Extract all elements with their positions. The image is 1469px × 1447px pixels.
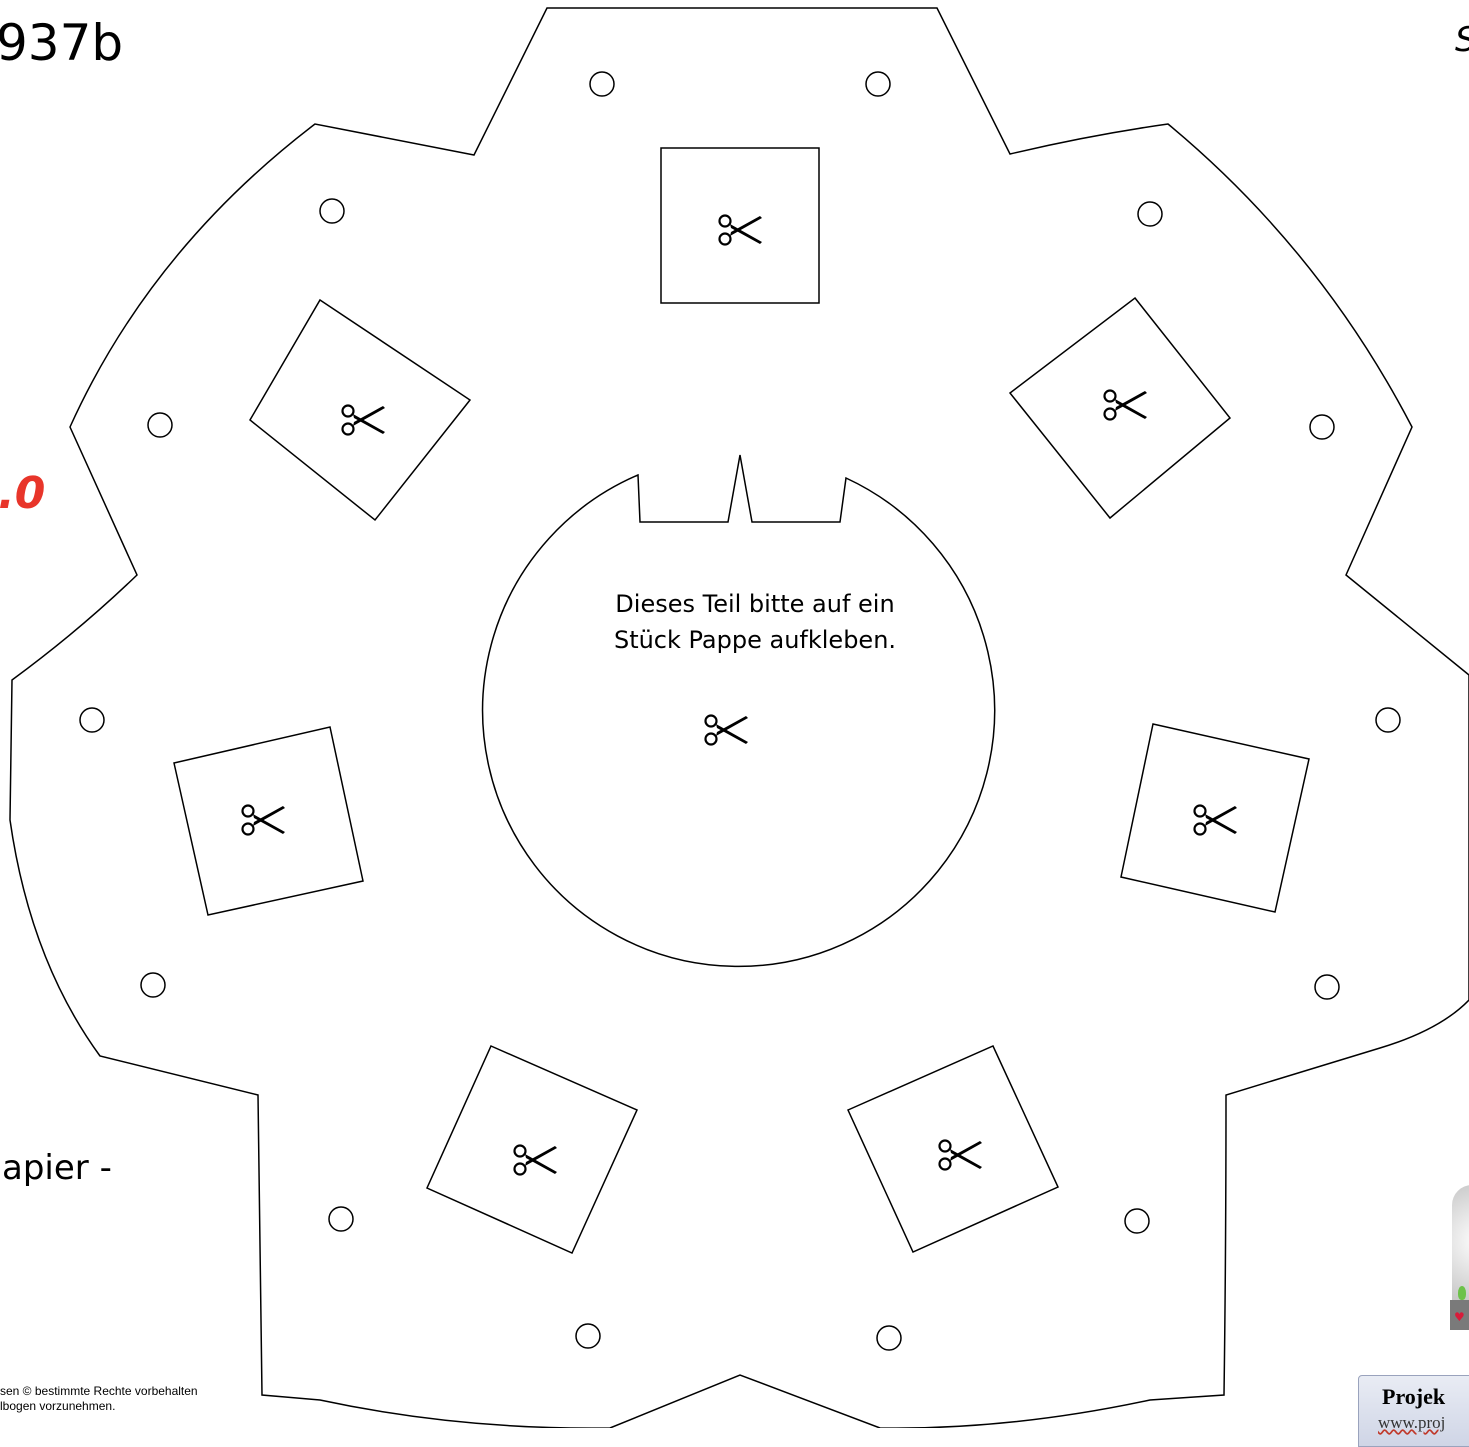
punch-hole (1375, 707, 1401, 733)
punch-hole (1124, 1208, 1150, 1234)
footer-line2: lbogen vorzunehmen. (0, 1399, 116, 1413)
punch-hole (319, 198, 345, 224)
brand-url[interactable]: www.proj (1378, 1413, 1446, 1432)
window-upper-left (249, 298, 472, 522)
punch-hole (79, 707, 105, 733)
punch-hole (589, 71, 615, 97)
punch-hole (876, 1325, 902, 1351)
punch-hole (1314, 974, 1340, 1000)
page-code-right: S (1455, 20, 1469, 60)
heart-icon: ♥ (1454, 1310, 1465, 1324)
punch-hole (328, 1206, 354, 1232)
center-instruction-line2: Stück Pappe aufkleben. (613, 626, 897, 654)
punch-hole (147, 412, 173, 438)
brand-title: Projek (1382, 1384, 1446, 1409)
window-lower-left (426, 1045, 638, 1254)
punch-hole (1137, 201, 1163, 227)
punch-hole (575, 1323, 601, 1349)
window-lower-right (847, 1045, 1059, 1253)
page-code: 937b (0, 14, 124, 72)
center-instruction: Dieses Teil bitte auf ein Stück Pappe au… (560, 586, 950, 658)
footer-copyright: sen © bestimmte Rechte vorbehalten (0, 1384, 198, 1398)
candle-flame-icon (1458, 1286, 1466, 1300)
center-disc (481, 454, 996, 968)
paper-note: apier - (2, 1148, 112, 1188)
mascot-base (1450, 1300, 1469, 1330)
window-top (660, 147, 820, 304)
punch-hole (140, 972, 166, 998)
version-label: .0 (0, 468, 46, 519)
punch-hole (865, 71, 891, 97)
center-instruction-line1: Dieses Teil bitte auf ein (615, 590, 895, 618)
window-left (173, 726, 364, 916)
punch-hole (1309, 414, 1335, 440)
